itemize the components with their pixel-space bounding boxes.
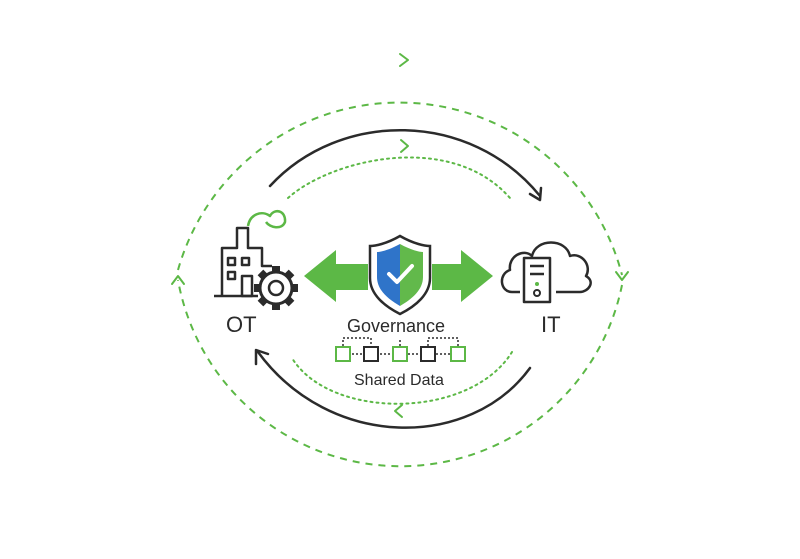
dotted-arrowhead-top [400, 139, 409, 153]
outer-arrowhead-top [399, 53, 409, 67]
cloud-server-icon [500, 241, 592, 304]
dotted-arc-bottom [291, 351, 513, 405]
outer-cycle-arrowheads [171, 53, 629, 285]
outer-cycle-arc-top [177, 101, 623, 276]
shield-check-icon [368, 234, 432, 316]
dotted-arrowhead-bottom [394, 404, 403, 418]
data-node [363, 346, 379, 362]
ot-label: OT [226, 312, 257, 337]
inner-arrowhead-left [254, 348, 270, 366]
governance-label: Governance [347, 316, 446, 336]
inner-dotted-cycle [287, 156, 513, 405]
server-status-light [535, 282, 539, 286]
inner-arrowheads [254, 186, 543, 366]
shared-data-connectors [342, 337, 459, 346]
data-node [392, 346, 408, 362]
inner-arc-top [268, 128, 542, 198]
inner-arrowhead-right [528, 186, 543, 202]
gear-icon [254, 266, 298, 310]
dotted-arc-top [287, 156, 511, 199]
arrow-right-icon [432, 250, 493, 302]
it-label: IT [541, 312, 561, 337]
shared-data-label: Shared Data [354, 372, 444, 389]
outer-cycle [177, 101, 623, 468]
smoke-icon [246, 209, 287, 229]
data-node [450, 346, 466, 362]
arrow-left-icon [304, 250, 368, 302]
factory-icon [214, 209, 287, 298]
dotted-arrowheads [394, 139, 409, 418]
inner-cycle [256, 128, 542, 429]
inner-arc-bottom [256, 350, 532, 429]
data-node [420, 346, 436, 362]
outer-arrowhead-right [615, 271, 629, 281]
data-node [335, 346, 351, 362]
shared-data-chain [335, 337, 466, 362]
outer-cycle-arc-bottom [177, 279, 623, 468]
outer-arrowhead-left [171, 275, 185, 285]
